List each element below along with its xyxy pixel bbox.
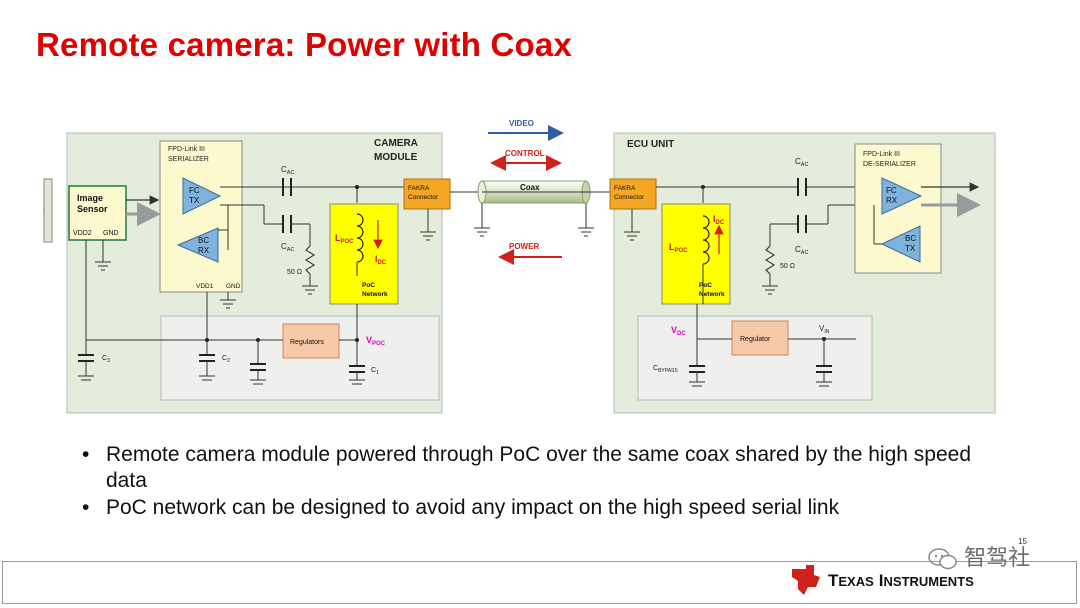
page-number: 15 bbox=[1018, 537, 1027, 546]
cac-label-cam-1: CAC bbox=[281, 165, 294, 176]
cbypass-capacitor bbox=[689, 365, 705, 387]
fc-tx-buffer bbox=[182, 177, 222, 215]
bullet-item: •Remote camera module powered through Po… bbox=[82, 443, 971, 492]
cac-label-cam-2: CAC bbox=[281, 242, 294, 253]
poc-network-ecu bbox=[661, 203, 731, 305]
c2-capacitor bbox=[199, 354, 215, 381]
ecu-unit-label: ECU UNIT bbox=[627, 139, 674, 150]
vdd1-label: VDD1 bbox=[196, 283, 214, 290]
resistor-50-ohm-cam bbox=[305, 245, 315, 275]
c2-label: C2 bbox=[222, 355, 230, 364]
slide-title: Remote camera: Power with Coax bbox=[36, 26, 572, 63]
cac-label-ecu-2: CAC bbox=[795, 245, 808, 256]
c1-label: C1 bbox=[371, 367, 379, 376]
c3-capacitor bbox=[78, 354, 94, 381]
logo-text-exas: EXAS bbox=[838, 574, 874, 589]
regulators-label: Regulators bbox=[290, 339, 324, 346]
bullet-text-2: PoC network can be designed to avoid any… bbox=[106, 496, 840, 519]
gnd-label-sensor: GND bbox=[103, 230, 119, 237]
wechat-icon bbox=[928, 548, 957, 570]
fakra-connector-ecu bbox=[609, 178, 657, 210]
bc-tx-buffer bbox=[880, 225, 921, 263]
cac-capacitor-cam-1 bbox=[282, 178, 292, 196]
power-label: POWER bbox=[509, 242, 539, 251]
coax-label: Coax bbox=[520, 183, 540, 192]
footer-bar bbox=[2, 561, 1077, 604]
logo-text-i: I bbox=[879, 571, 884, 590]
inductor-lpoc-ecu bbox=[702, 215, 710, 265]
idc-label-cam: IDC bbox=[375, 254, 387, 266]
r50-label-cam: 50 Ω bbox=[287, 269, 302, 276]
poc-network-camera bbox=[329, 203, 399, 305]
watermark-text: 智驾社 bbox=[964, 545, 1031, 570]
cbypass-label: CBYPASS bbox=[653, 365, 678, 374]
image-sensor-block bbox=[43, 178, 53, 243]
regulator-label: Regulator bbox=[740, 336, 771, 343]
texas-instruments-logo: TEXAS INSTRUMENTS bbox=[788, 563, 1008, 602]
serializer-chip bbox=[159, 140, 243, 293]
r50-label-ecu: 50 Ω bbox=[780, 263, 795, 270]
gnd-label-serializer: GND bbox=[226, 283, 241, 290]
inductor-lpoc-cam bbox=[356, 213, 364, 263]
c1-capacitor bbox=[349, 365, 365, 385]
video-label: VIDEO bbox=[509, 119, 534, 128]
control-label: CONTROL bbox=[505, 149, 545, 158]
regulators-block bbox=[282, 323, 340, 359]
idc-label-ecu: IDC bbox=[713, 214, 725, 226]
wechat-watermark: 智驾社 bbox=[928, 540, 1030, 572]
bullet-text-1: Remote camera module powered through PoC… bbox=[106, 443, 971, 492]
vin-label: VIN bbox=[819, 324, 830, 335]
resistor-50-ohm-ecu bbox=[765, 245, 775, 275]
fc-rx-buffer bbox=[881, 177, 923, 215]
logo-text-nstruments: NSTRUMENTS bbox=[884, 574, 975, 589]
regulator-block bbox=[731, 320, 789, 356]
logo-text-t: T bbox=[828, 571, 839, 590]
ground-symbol bbox=[302, 285, 318, 295]
bullet-list: •Remote camera module powered through Po… bbox=[80, 442, 1000, 522]
vdd2-label: VDD2 bbox=[73, 230, 92, 237]
c3-label: C3 bbox=[102, 355, 110, 364]
fakra-connector-camera bbox=[403, 178, 451, 210]
bullet-item: •PoC network can be designed to avoid an… bbox=[82, 496, 840, 519]
cac-label-ecu-1: CAC bbox=[795, 157, 808, 168]
bc-rx-buffer bbox=[176, 227, 219, 263]
